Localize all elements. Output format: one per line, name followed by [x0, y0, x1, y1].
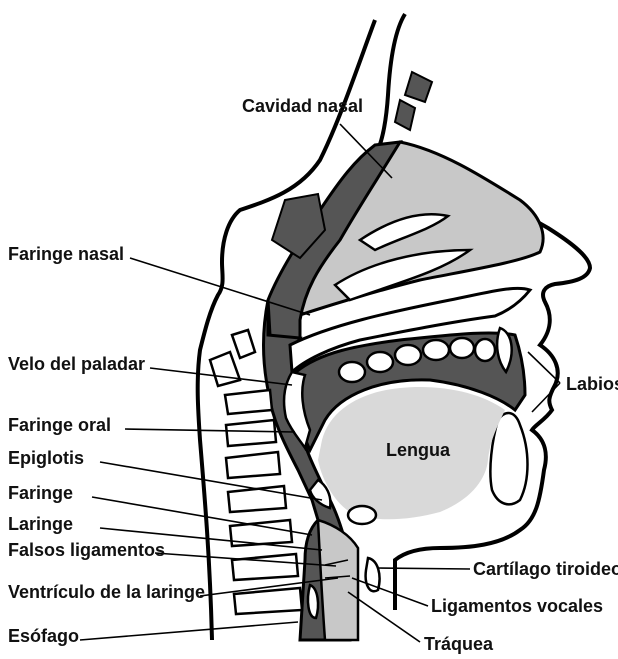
label-laringe: Laringe — [8, 514, 73, 534]
label-lengua: Lengua — [386, 440, 451, 460]
label-epiglotis: Epiglotis — [8, 448, 84, 468]
label-cavidad-nasal: Cavidad nasal — [242, 96, 363, 116]
label-cartilago-tiroideo: Cartílago tiroideo — [473, 559, 618, 579]
label-esofago: Esófago — [8, 626, 79, 646]
label-faringe-nasal: Faringe nasal — [8, 244, 124, 264]
label-faringe-oral: Faringe oral — [8, 415, 111, 435]
label-ventriculo-laringe: Ventrículo de la laringe — [8, 582, 205, 602]
label-traquea: Tráquea — [424, 634, 494, 654]
sinus-small — [395, 100, 415, 130]
label-velo-del-paladar: Velo del paladar — [8, 354, 145, 374]
label-labios: Labios — [566, 374, 618, 394]
label-falsos-ligamentos: Falsos ligamentos — [8, 540, 165, 560]
label-ligamentos-vocales: Ligamentos vocales — [431, 596, 603, 616]
label-faringe: Faringe — [8, 483, 73, 503]
frontal-sinus — [405, 72, 432, 102]
